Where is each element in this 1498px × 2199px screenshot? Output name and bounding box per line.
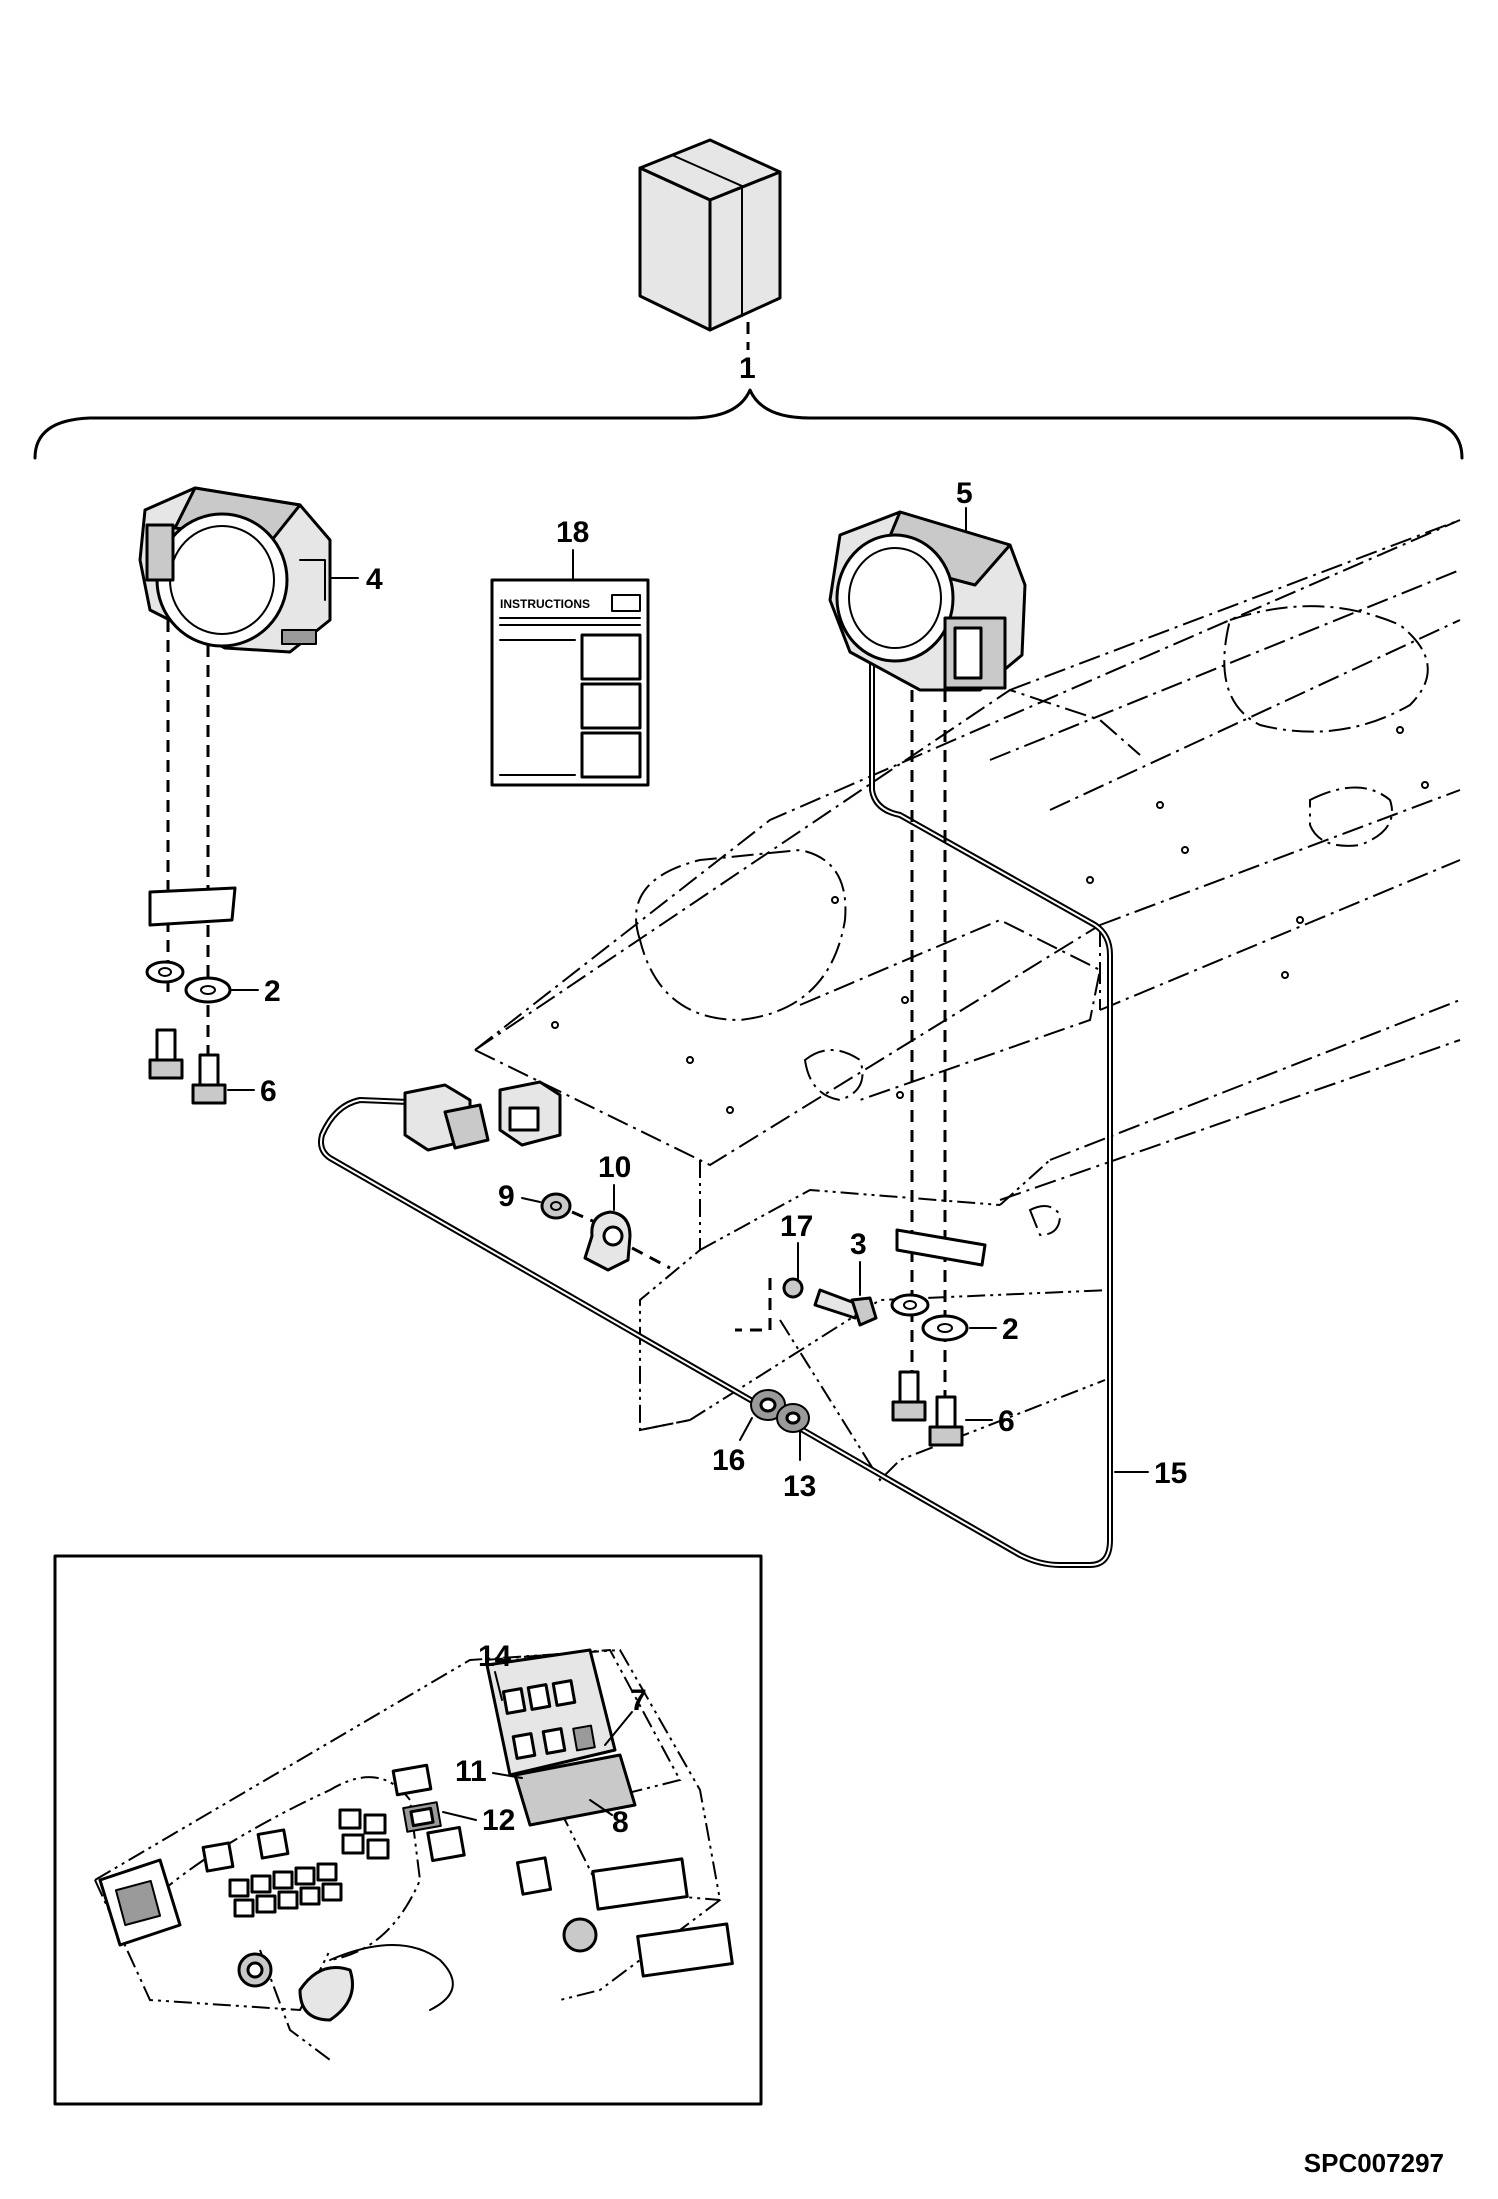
bolt-3 xyxy=(813,1288,878,1327)
wiring-harness xyxy=(318,657,1113,1568)
connector-pair xyxy=(403,1080,562,1152)
callout-alarm-left: 4 xyxy=(366,563,383,596)
screw-left-group xyxy=(148,1028,227,1105)
callout-switch-7: 7 xyxy=(630,1684,647,1717)
callout-grommet-16: 16 xyxy=(712,1444,745,1477)
instructions-card: INSTRUCTIONS xyxy=(490,578,650,787)
grommet-13 xyxy=(776,1403,810,1433)
nut-9 xyxy=(540,1192,572,1220)
callout-bolt: 3 xyxy=(850,1228,867,1261)
callout-instructions: 18 xyxy=(556,516,589,549)
washer-17 xyxy=(782,1277,804,1299)
instructions-card-title: INSTRUCTIONS xyxy=(500,597,590,611)
machine-frame-outline xyxy=(474,519,1461,1482)
screw-right-group xyxy=(891,1370,964,1447)
document-code: SPC007297 xyxy=(1304,2148,1444,2178)
washer-right-group xyxy=(890,1293,969,1342)
grommet-16 xyxy=(750,1389,786,1421)
callout-harness: 15 xyxy=(1154,1457,1187,1490)
callout-alarm-right: 5 xyxy=(956,477,973,510)
callout-washer-17: 17 xyxy=(780,1210,813,1243)
washer-left-group xyxy=(145,960,232,1004)
callout-grommet-13: 13 xyxy=(783,1470,816,1503)
callout-screw-right: 6 xyxy=(998,1405,1015,1438)
callout-switch-12: 12 xyxy=(482,1804,515,1837)
callout-nut: 9 xyxy=(498,1180,515,1213)
inset-dash-panel xyxy=(94,1648,734,2061)
inset-frame xyxy=(53,1554,763,2106)
callout-switch-8: 8 xyxy=(612,1806,629,1839)
callout-washer-left: 2 xyxy=(264,975,281,1008)
bracket-10 xyxy=(583,1210,632,1272)
mount-plate-left xyxy=(148,886,237,927)
callout-kit: 1 xyxy=(739,352,756,385)
kit-brace xyxy=(33,388,1464,460)
callout-bracket: 10 xyxy=(598,1151,631,1184)
backup-alarm-left xyxy=(138,486,332,654)
callout-screw-left: 6 xyxy=(260,1075,277,1108)
callout-washer-right: 2 xyxy=(1002,1313,1019,1346)
mount-plate-right xyxy=(895,1228,987,1267)
callout-switch-11: 11 xyxy=(455,1755,487,1788)
kit-box xyxy=(638,138,782,350)
backup-alarm-right xyxy=(828,510,1027,692)
callout-panel: 14 xyxy=(478,1640,512,1673)
